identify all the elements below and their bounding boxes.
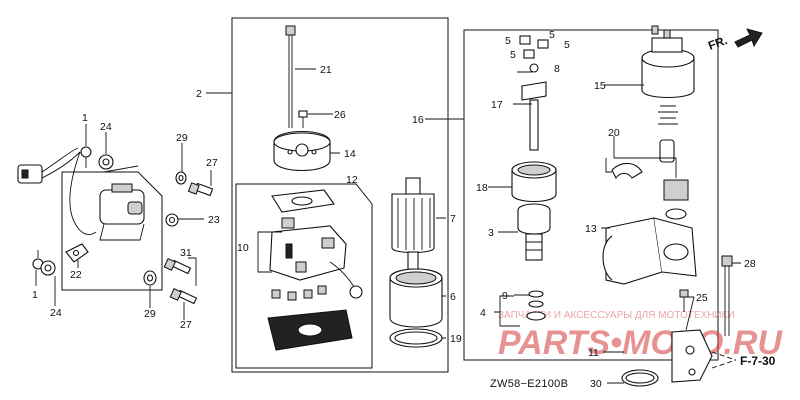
brush-holder-plate — [271, 189, 335, 213]
callout-3: 3 — [488, 227, 494, 239]
bolt-1-upper — [80, 146, 92, 158]
armature-7 — [391, 177, 435, 271]
callout-8: 8 — [554, 63, 560, 75]
front-direction-label: FR. — [706, 33, 729, 53]
bolt-31 — [163, 258, 192, 275]
front-cover-13 — [602, 217, 697, 285]
solenoid-frame — [61, 171, 163, 291]
assembly-frame-2 — [231, 17, 449, 373]
magnetic-switch-15 — [641, 25, 695, 98]
wire-harness — [41, 147, 79, 173]
callout-31: 31 — [180, 247, 192, 259]
reference-label: F-7-30 — [740, 354, 776, 368]
callout-28: 28 — [744, 258, 756, 270]
washers-9 — [526, 290, 546, 321]
callout-23: 23 — [208, 214, 220, 226]
diagram-code: ZW58−E2100B — [490, 378, 568, 390]
circlip-8 — [529, 63, 539, 73]
callout-9: 9 — [502, 290, 508, 302]
callout-24-upper: 24 — [100, 121, 112, 133]
pinion-shaft-17 — [521, 81, 547, 151]
leader-25-to-terminal — [685, 296, 695, 331]
pinion-gear-3 — [517, 203, 551, 261]
callout-14: 14 — [344, 148, 356, 160]
o-ring-19 — [389, 328, 443, 348]
brush-springs — [271, 285, 327, 301]
bolt-27-upper — [187, 182, 214, 197]
leader-10 — [257, 231, 282, 273]
callout-2: 2 — [196, 88, 202, 100]
callout-30: 30 — [590, 378, 602, 390]
callout-7: 7 — [450, 213, 456, 225]
leader-f730 — [711, 351, 737, 369]
nuts-5 — [519, 35, 549, 59]
brush-holder-frame-12 — [235, 183, 373, 369]
leader-lines — [103, 68, 741, 384]
brush-holder-10 — [269, 217, 363, 299]
callout-5-b: 5 — [564, 39, 570, 51]
watermark-logo: PARTS•MOTO.RU — [498, 324, 783, 362]
callout-27-lower: 27 — [180, 319, 192, 331]
bolt-27-lower — [169, 288, 198, 305]
callout-1-upper: 1 — [82, 112, 88, 124]
callout-4: 4 — [480, 307, 486, 319]
callout-15: 15 — [594, 80, 606, 92]
leader-31 — [188, 257, 197, 286]
shift-lever-set-20 — [611, 162, 689, 220]
grommet — [127, 201, 143, 215]
callout-12: 12 — [346, 174, 358, 186]
brush-holder-base — [267, 309, 353, 351]
leader-4-bracket — [494, 295, 520, 327]
callout-18: 18 — [476, 182, 488, 194]
assembly-frame-16 — [463, 29, 719, 361]
watermark-caption: ЗАПЧАСТИ И АКСЕССУАРЫ ДЛЯ МОТОТЕХНИКИ — [498, 310, 735, 321]
starter-solenoid-group — [17, 146, 214, 305]
callout-24-lower: 24 — [50, 307, 62, 319]
callout-1-lower: 1 — [32, 289, 38, 301]
callout-26: 26 — [334, 109, 346, 121]
callout-29-upper: 29 — [176, 132, 188, 144]
callout-5-d: 5 — [549, 29, 555, 41]
bolt-25 — [679, 289, 689, 312]
callout-5-a: 5 — [505, 35, 511, 47]
callout-11: 11 — [588, 347, 599, 359]
callout-5-c: 5 — [510, 49, 516, 61]
o-ring-30 — [621, 369, 659, 387]
bracket-22 — [65, 243, 89, 263]
front-direction-indicator: FR. — [706, 28, 763, 53]
callout-10: 10 — [237, 242, 249, 254]
callout-19: 19 — [450, 333, 462, 345]
screw-26 — [298, 110, 308, 128]
leader-20-bracket — [605, 157, 677, 178]
front-direction-arrow-icon — [734, 28, 763, 48]
internal-gear-18 — [511, 161, 557, 203]
callout-29-lower: 29 — [144, 308, 156, 320]
callout-17: 17 — [491, 99, 503, 111]
callout-25: 25 — [696, 292, 708, 304]
callout-21: 21 — [320, 64, 332, 76]
callout-22: 22 — [70, 269, 82, 281]
callout-6: 6 — [450, 291, 456, 303]
callout-27-upper: 27 — [206, 157, 218, 169]
callout-13: 13 — [585, 223, 597, 235]
callout-16: 16 — [412, 114, 424, 126]
yoke-6 — [389, 268, 443, 328]
rear-cover-14 — [273, 130, 331, 172]
bolt-28 — [721, 255, 733, 336]
callout-20: 20 — [608, 127, 620, 139]
plunger-spring — [658, 105, 678, 163]
terminal-bracket — [671, 329, 713, 383]
through-bolt-21 — [285, 25, 296, 128]
